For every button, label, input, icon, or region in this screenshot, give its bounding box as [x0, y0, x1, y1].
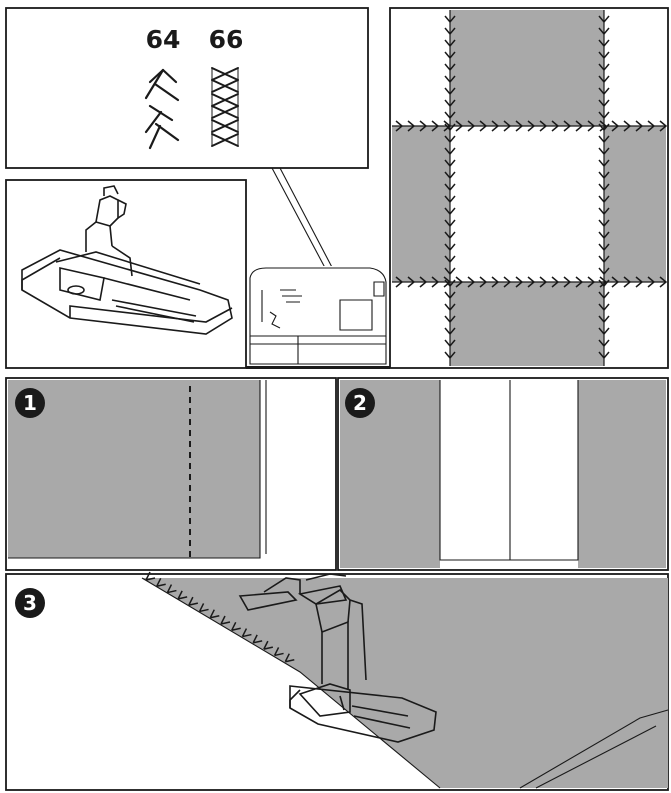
step-2-badge: 2: [345, 388, 375, 418]
step-3-number: 3: [23, 591, 37, 615]
feather-stitch-seam-step3: [145, 571, 295, 663]
presser-foot-icon: [21, 185, 233, 335]
fabric-patch-left: [392, 126, 450, 282]
step-1-number: 1: [23, 391, 37, 415]
presser-foot-panel: [5, 179, 247, 369]
feather-stitch-icon: [144, 68, 180, 150]
quilt-block-panel: [389, 7, 669, 369]
step-3-badge: 3: [15, 588, 45, 618]
feather-stitch-seams: [395, 15, 668, 360]
sewing-machine-panel: [246, 266, 390, 369]
sewing-machine-icon: [249, 267, 387, 365]
stitch-number-64: 64: [146, 25, 181, 54]
fabric-patch-top: [450, 10, 604, 126]
step-1-panel: 1: [5, 377, 337, 571]
fabric-sheet-gray: [142, 578, 668, 788]
step-3-panel: 3: [5, 571, 669, 791]
fabric-patch-bottom: [450, 282, 604, 366]
fabric-right-gray: [578, 380, 666, 568]
presser-foot-sewing-icon: [238, 573, 437, 743]
fabric-patch-right: [604, 126, 666, 282]
step-2-panel: 2: [337, 377, 669, 571]
fabric-strip-gray: [8, 380, 260, 558]
stitch-selection-panel: 64 66: [5, 7, 369, 297]
step-2-number: 2: [353, 391, 367, 415]
step-1-badge: 1: [15, 388, 45, 418]
cross-stitch-icon: [211, 67, 239, 147]
stitch-number-66: 66: [209, 25, 244, 54]
